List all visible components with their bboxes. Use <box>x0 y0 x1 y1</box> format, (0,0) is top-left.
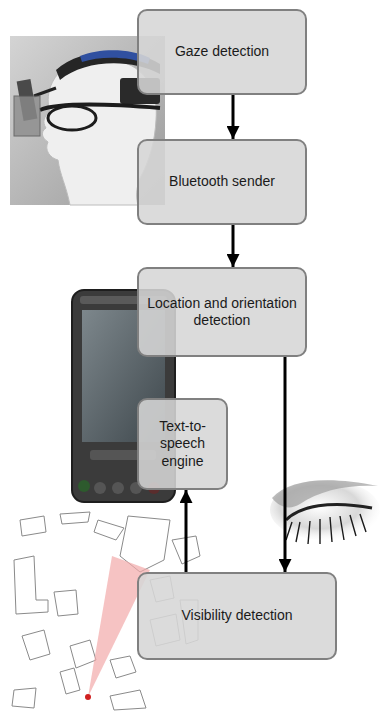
flow-arrow <box>232 225 235 267</box>
process-box: Location and orientation detection <box>137 267 307 357</box>
box-label: Text-to-speech engine <box>145 418 220 471</box>
box-label: Visibility detection <box>181 607 292 625</box>
process-box: Gaze detection <box>137 9 307 95</box>
box-label: Gaze detection <box>175 43 269 61</box>
process-box: Bluetooth sender <box>137 139 307 225</box>
flow-arrow <box>284 357 287 572</box>
box-label: Location and orientation detection <box>145 295 299 330</box>
box-label: Bluetooth sender <box>169 173 275 191</box>
process-box: Visibility detection <box>137 572 337 660</box>
flow-arrow <box>232 95 235 139</box>
flow-arrow <box>185 490 188 572</box>
process-box: Text-to-speech engine <box>137 398 228 490</box>
